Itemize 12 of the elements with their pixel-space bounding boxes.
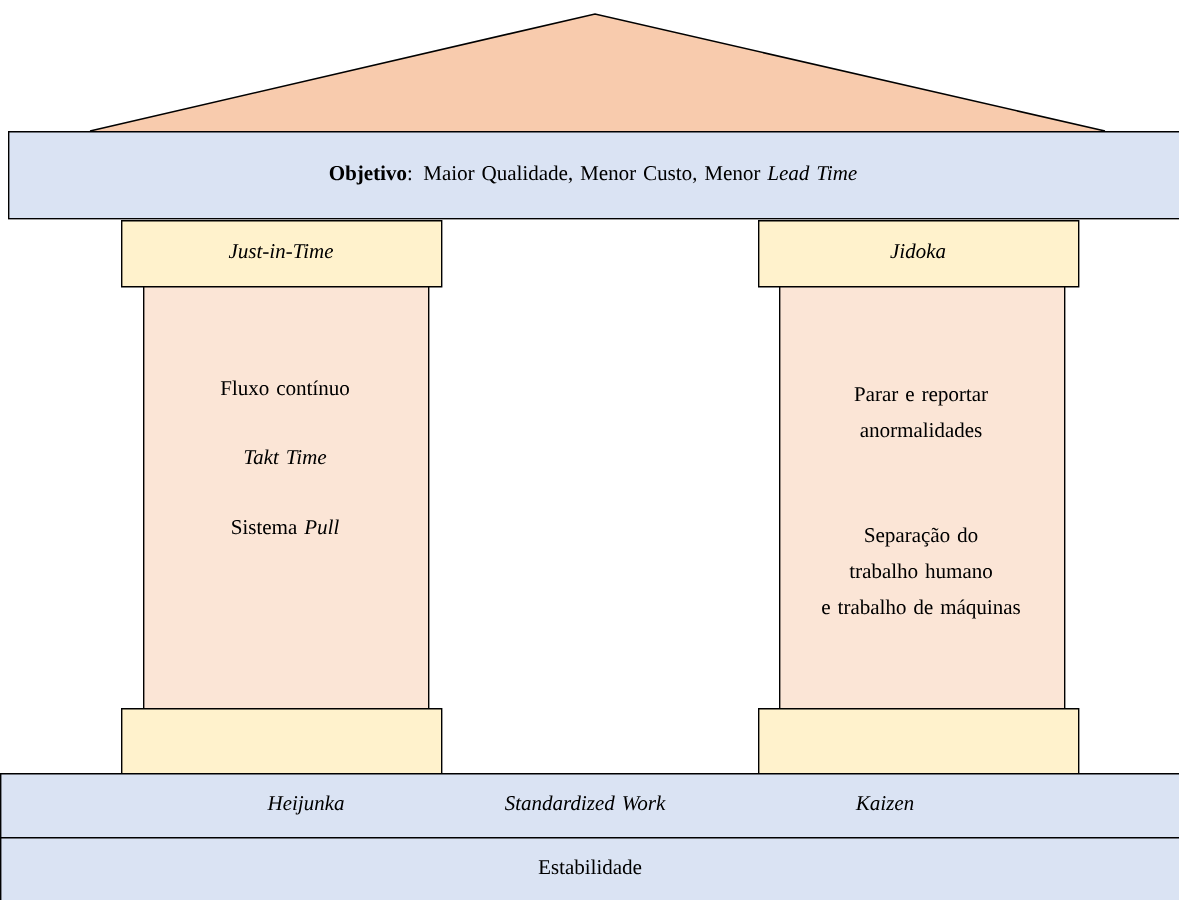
pillar-base [121,708,443,775]
pillar-base [758,708,1080,775]
node-label: Kaizen [855,796,914,811]
pillar-capital: Just-in-Time [121,220,443,288]
pillar-shaft: Parar e reportar anormalidades Separação do trabalho humano e trabalho de máquinas [779,286,1066,710]
node-label: Standardized Work [504,795,666,811]
pillar-shaft: Fluxo contínuo Takt Time Sistema Pull [143,286,430,710]
base-band: Estabilidade [0,837,1179,900]
foundation-band: Heijunka Standardized Work Kaizen [0,773,1179,839]
pillar-capital: Jidoka [758,220,1080,288]
node-label: Heijunka [267,795,344,815]
objective-band: Objetivo: Maior Qualidade, Menor Custo, Menor Lead Time [8,131,1179,220]
